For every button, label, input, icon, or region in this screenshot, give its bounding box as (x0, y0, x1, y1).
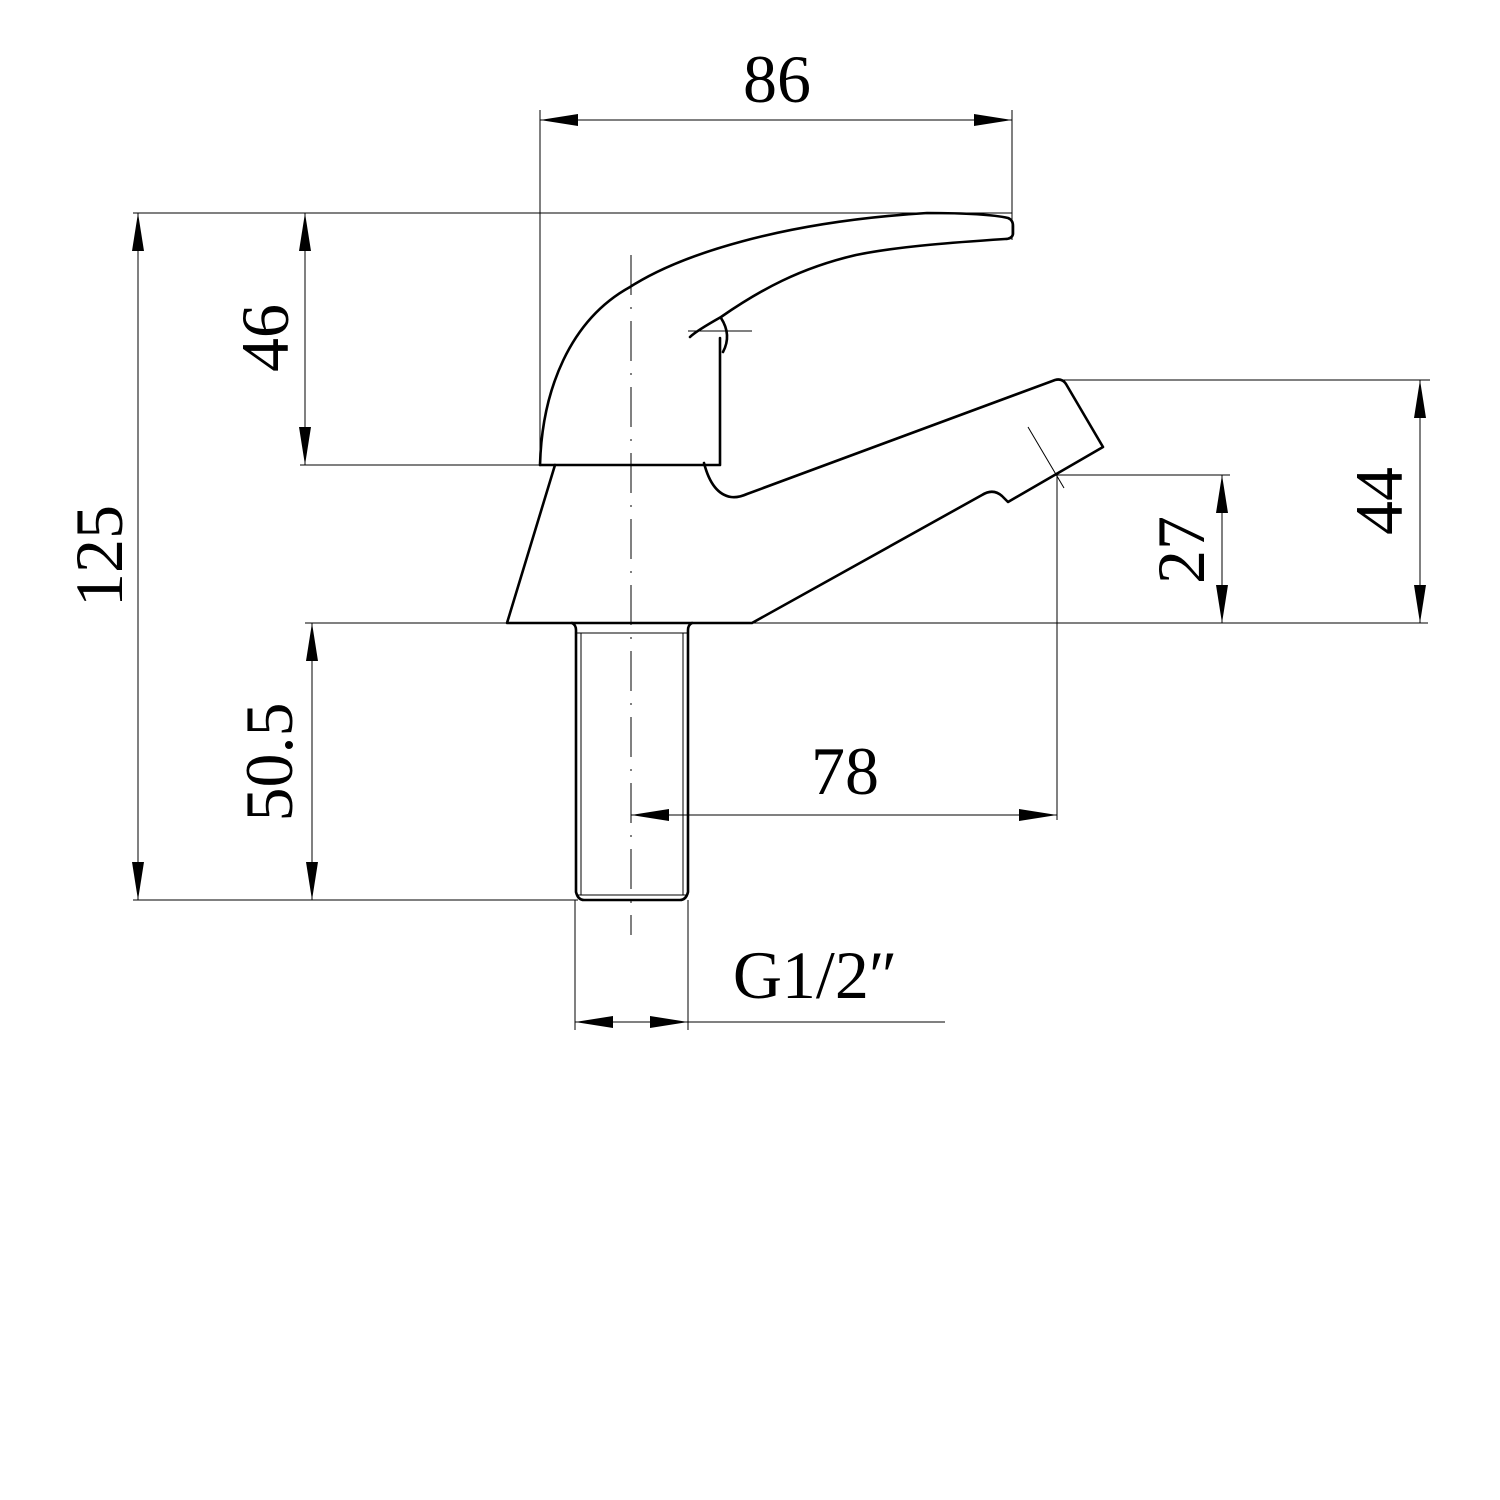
dim-86-label: 86 (743, 41, 811, 117)
dim-125-label: 125 (61, 505, 137, 607)
dim-thread: G1/2″ (575, 937, 945, 1028)
dim-50-5: 50.5 (231, 623, 318, 900)
dim-86: 86 (540, 41, 1012, 126)
handle-pivot-mark (719, 316, 729, 354)
dim-78-label: 78 (811, 733, 879, 809)
dim-78: 78 (631, 733, 1057, 821)
lever-handle (538, 211, 1015, 467)
extension-lines (133, 110, 1430, 1030)
threaded-shank (570, 621, 694, 902)
dim-46: 46 (227, 213, 311, 465)
dim-125: 125 (61, 213, 144, 900)
dim-27-label: 27 (1143, 516, 1219, 584)
dim-50-5-label: 50.5 (231, 703, 307, 822)
handle-cap (538, 336, 722, 467)
dim-27: 27 (1143, 475, 1228, 623)
dim-44-label: 44 (1341, 467, 1417, 535)
outlet-mark (1027, 426, 1065, 489)
dim-44: 44 (1341, 380, 1426, 623)
dim-46-label: 46 (227, 304, 303, 372)
thread-size-label: G1/2″ (733, 937, 897, 1013)
tap-body (505, 378, 1105, 625)
